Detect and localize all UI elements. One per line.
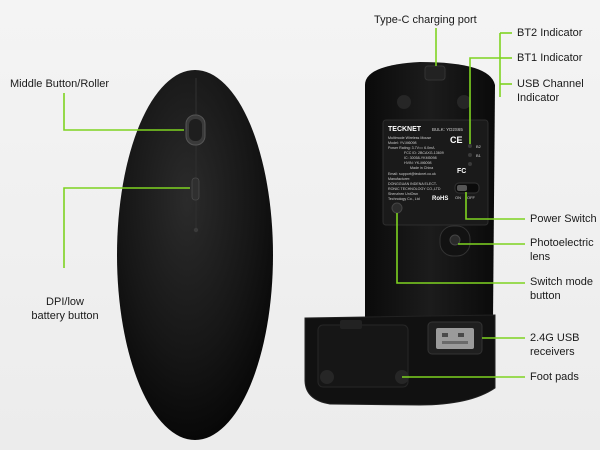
label-dpi-line2: battery button (31, 309, 99, 322)
foot-pad-top-right (457, 95, 471, 109)
rohs-mark: RoHS (432, 196, 448, 202)
mouse-bottom-view (304, 62, 496, 406)
label-line13: Technology Co., Ltd (388, 197, 420, 201)
label-line8: Email: support@tecknet.co.uk (388, 172, 436, 176)
label-line3: Power Rating: 3.7V== 6.0mA (388, 146, 435, 150)
cover-recess (317, 324, 409, 388)
usb-tongue (442, 341, 468, 344)
product-label (382, 119, 489, 226)
callout-middle-button (63, 93, 184, 131)
label-dpi-line1: DPI/low (46, 296, 84, 308)
bt2-led (468, 144, 472, 148)
type-c-port (424, 65, 446, 81)
label-switch-mode: Switch mode button (530, 276, 593, 304)
photoelectric-lens (449, 234, 461, 246)
label-switch-mode-line1: Switch mode (530, 276, 593, 288)
label-type-c: Type-C charging port (374, 14, 477, 26)
usb-pin-1 (442, 333, 448, 337)
foot-pad-bottom-left (320, 370, 334, 384)
label-usb-channel-line1: USB Channel (517, 78, 584, 90)
b2-label: B2 (476, 144, 482, 149)
fc-mark: FC (457, 168, 466, 175)
mouse-top-view (117, 70, 273, 440)
label-model-top: BULK: YD2S65 (432, 127, 463, 132)
label-usb-channel: USB Channel Indicator (517, 78, 584, 106)
foot-pad-top-left (397, 95, 411, 109)
callout-switch-mode (396, 213, 525, 284)
switch-on-label: ON (455, 195, 461, 200)
label-switch-mode-line2: button (530, 289, 561, 302)
label-line4: FCC ID: 2BCAXG-13609 (404, 151, 444, 155)
label-line6: HVIN: YK-M6098 (404, 161, 432, 165)
label-photo-line2: lens (530, 250, 551, 263)
label-usb-channel-line2: Indicator (517, 91, 560, 104)
label-line2: Model: YV-M6098 (388, 141, 417, 145)
callout-indicator-leds (469, 57, 500, 144)
power-switch-knob (457, 185, 467, 191)
scroll-wheel-inner (189, 119, 202, 141)
switch-off-label: OFF (467, 195, 476, 200)
usb-led (468, 162, 472, 166)
label-dpi: DPI/low battery button (15, 296, 115, 324)
mouse-top-body (117, 70, 273, 440)
ce-mark: CE (450, 135, 463, 145)
label-bt1: BT1 Indicator (517, 52, 583, 64)
label-middle-button: Middle Button/Roller (10, 78, 110, 90)
label-line1: Multimode Wireless Mouse (388, 136, 431, 140)
product-label-text: TECKNET BULK: YD2S65 Multimode Wireless … (388, 126, 482, 202)
b1-label: B1 (476, 153, 482, 158)
callout-dpi (63, 187, 190, 268)
label-line7: Made in China (410, 166, 433, 170)
callout-power-switch (465, 192, 525, 220)
label-line12: Shenzhen UniOwn (388, 192, 418, 196)
label-usb-receiver-line1: 2.4G USB (530, 332, 580, 344)
battery-led (193, 227, 199, 233)
callout-lines (63, 28, 525, 378)
label-line9: Manufacturer: (388, 177, 410, 181)
cover-latch (340, 320, 362, 329)
bt1-led (468, 153, 472, 157)
switch-mode-button (391, 202, 403, 214)
label-usb-receiver: 2.4G USB receivers (530, 332, 580, 360)
dpi-button (191, 177, 200, 201)
label-power-switch: Power Switch (530, 213, 597, 225)
label-brand: TECKNET (388, 126, 422, 133)
label-photoelectric: Photoelectric lens (530, 237, 594, 265)
usb-receiver (436, 328, 474, 349)
label-usb-receiver-line2: receivers (530, 345, 575, 358)
label-photo-line1: Photoelectric (530, 237, 594, 249)
label-line5: IC: 30058-YKM5098 (404, 156, 437, 160)
label-line11: RONIC TECHNOLOGY CO.,LTD (388, 187, 441, 191)
label-foot-pads: Foot pads (530, 371, 579, 383)
label-line10: DONGGUAN INDENA ELECT- (388, 182, 438, 186)
label-bt2: BT2 Indicator (517, 27, 583, 39)
usb-pin-2 (458, 333, 464, 337)
